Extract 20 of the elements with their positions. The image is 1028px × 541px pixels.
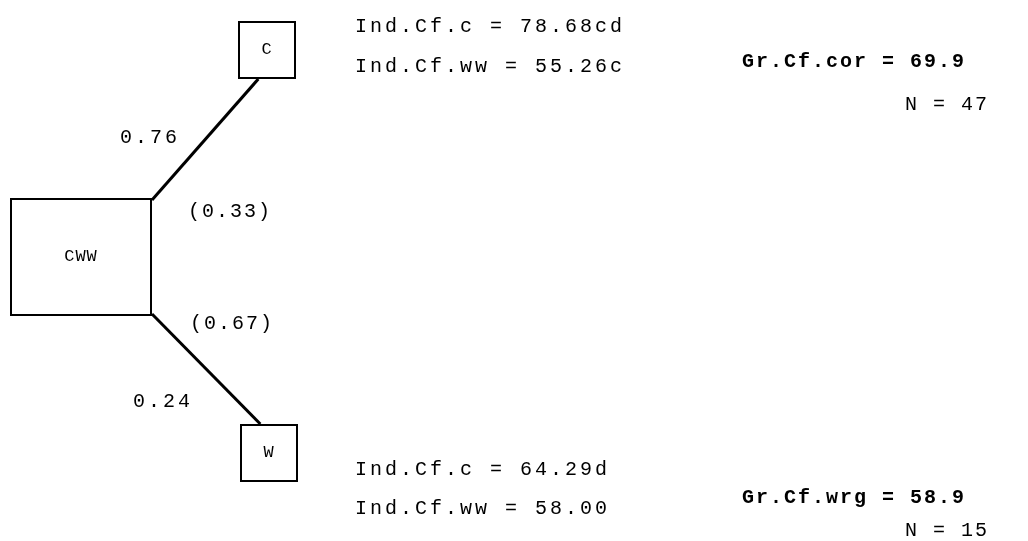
node-label: CWW	[64, 246, 98, 269]
edge-label: 0.76	[120, 125, 180, 151]
annotation-text: N = 15	[905, 518, 989, 541]
connector-line	[150, 78, 260, 201]
node-label: C	[261, 39, 273, 62]
coefficient-text: Ind.Cf.ww = 58.00	[355, 496, 611, 522]
edge-label: 0.24	[133, 389, 193, 415]
node-label: W	[263, 442, 275, 465]
coefficient-text: Ind.Cf.c = 64.29d	[355, 457, 611, 483]
annotation-text: N = 47	[905, 92, 989, 118]
node-box	[240, 424, 298, 482]
annotation-text: Gr.Cf.wrg = 58.9	[742, 485, 967, 511]
annotation-text: (0.67)	[190, 311, 274, 337]
annotation-text: (0.33)	[188, 199, 272, 225]
node-box	[10, 198, 152, 316]
connector-line	[150, 312, 262, 426]
coefficient-text: Ind.Cf.c = 78.68cd	[355, 14, 626, 40]
annotation-text: Gr.Cf.cor = 69.9	[742, 49, 967, 75]
coefficient-text: Ind.Cf.ww = 55.26c	[355, 54, 626, 80]
node-box	[238, 21, 296, 79]
